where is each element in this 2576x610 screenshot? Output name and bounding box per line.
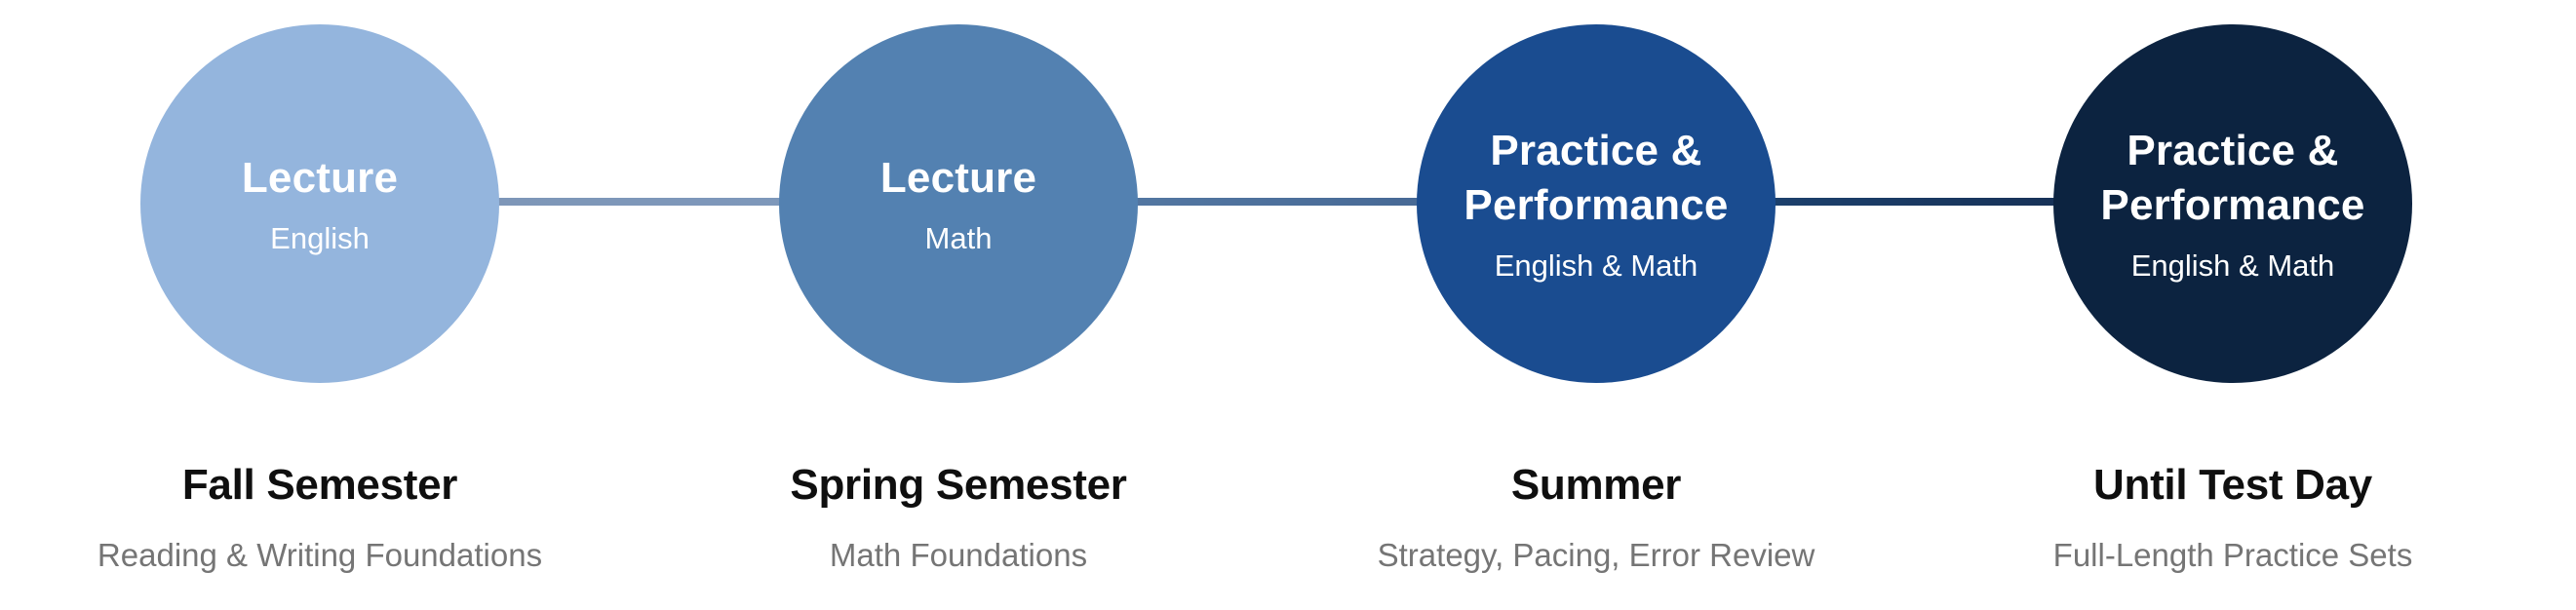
circle-title: Practice & Performance — [1464, 127, 1729, 229]
stage-label-subtitle: Full-Length Practice Sets — [2052, 537, 2413, 573]
stage-label-title: Spring Semester — [790, 461, 1127, 509]
stage-label-title: Until Test Day — [2093, 461, 2372, 509]
stage-label-testday: Until Test Day Full-Length Practice Sets — [1911, 460, 2555, 574]
stage-label-title: Fall Semester — [181, 461, 458, 509]
circle-title: Lecture — [879, 154, 1037, 202]
stage-circle-testday: Practice & Performance English & Math — [2053, 24, 2412, 383]
stage-label-fall: Fall Semester Reading & Writing Foundati… — [0, 460, 642, 574]
circle-subtitle: Math — [924, 221, 993, 255]
stage-label-subtitle: Math Foundations — [829, 537, 1088, 573]
stage-label-subtitle: Reading & Writing Foundations — [97, 537, 543, 573]
stage-circle-fall: Lecture English — [140, 24, 499, 383]
connector-spring-to-summer — [958, 198, 1596, 206]
circle-subtitle: English & Math — [1494, 248, 1698, 283]
connector-fall-to-spring — [320, 198, 958, 206]
stage-circle-summer: Practice & Performance English & Math — [1417, 24, 1776, 383]
circle-subtitle: English — [270, 221, 370, 255]
stage-label-subtitle: Strategy, Pacing, Error Review — [1377, 537, 1815, 573]
stage-label-spring: Spring Semester Math Foundations — [637, 460, 1280, 574]
stage-label-title: Summer — [1510, 461, 1682, 509]
circle-subtitle: English & Math — [2130, 248, 2335, 283]
circle-title: Lecture — [241, 154, 399, 202]
stage-circle-spring: Lecture Math — [779, 24, 1138, 383]
connector-summer-to-testday — [1596, 198, 2233, 206]
circle-title: Practice & Performance — [2100, 127, 2365, 229]
stage-label-summer: Summer Strategy, Pacing, Error Review — [1274, 460, 1918, 574]
